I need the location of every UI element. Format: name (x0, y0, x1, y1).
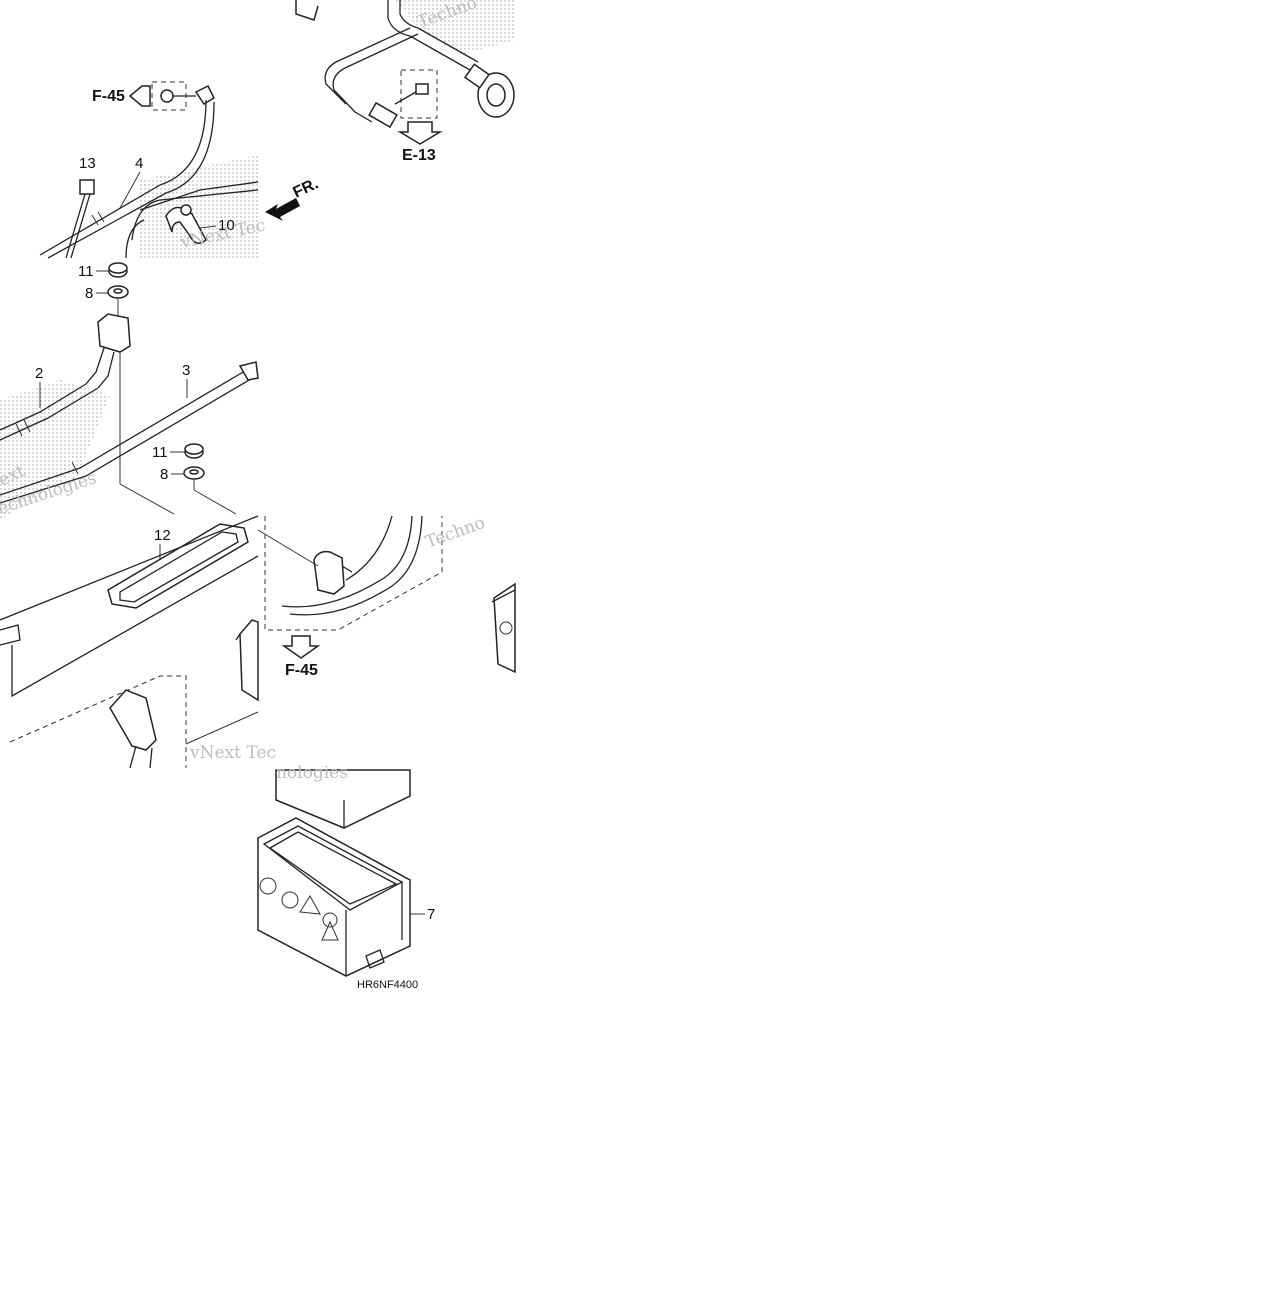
frame-shading (0, 0, 515, 520)
reference-arrow-f45-bottom (281, 635, 321, 659)
cable-band (15, 419, 31, 437)
lower-right-panel: F-45 (257, 515, 516, 679)
nut-11-icon (108, 262, 128, 278)
callout-8-lower[interactable]: 8 (160, 466, 168, 483)
battery-box-partial (491, 582, 516, 674)
top-right-panel: E-13 (295, 0, 515, 164)
cable-terminal (194, 84, 215, 106)
terminal-cover-icon (85, 313, 131, 389)
terminal-boot-icon (463, 63, 515, 118)
cable-clamp-icon (165, 204, 207, 244)
watermark: Techno (423, 513, 488, 553)
cable-band (71, 461, 79, 475)
callout-8-upper[interactable]: 8 (85, 285, 93, 302)
cable-band (91, 211, 105, 226)
cable-terminal (368, 101, 398, 129)
callout-11-lower[interactable]: 11 (152, 444, 168, 461)
nut-11-icon (184, 443, 204, 459)
callout-11-upper[interactable]: 11 (78, 263, 94, 280)
terminal-cover-icon (313, 550, 353, 595)
reference-f45-top[interactable]: F-45 (92, 88, 125, 105)
front-label: FR. (291, 175, 322, 201)
bolt-13-icon (65, 179, 95, 259)
diagram-code: HR6NF4400 (357, 979, 418, 991)
callout-2[interactable]: 2 (35, 365, 43, 382)
callout-3[interactable]: 3 (182, 362, 190, 379)
lower-left-panel: 12 vNext Tec (0, 515, 276, 769)
battery-box-7-icon (257, 817, 411, 977)
callout-4[interactable]: 4 (135, 155, 143, 172)
callout-10[interactable]: 10 (218, 217, 235, 234)
reference-arrow-f45-top (128, 85, 151, 107)
middle-left-panel: 11 8 2 3 11 (0, 262, 259, 515)
watermark: vNext Tec (189, 743, 276, 763)
reference-arrow-e13 (397, 121, 443, 145)
callout-13[interactable]: 13 (79, 155, 96, 172)
battery-icon: nologies (235, 619, 411, 829)
terminal-cover-icon (109, 689, 157, 769)
clamp-top (295, 0, 319, 21)
front-direction-icon: FR. (265, 175, 321, 221)
bolt-callout-box (400, 69, 438, 119)
callout-7[interactable]: 7 (427, 906, 435, 923)
washer-8-icon (107, 285, 129, 299)
callout-12[interactable]: 12 (154, 527, 171, 544)
watermark: nologies (276, 763, 348, 783)
battery-band-12-icon (107, 523, 249, 609)
bolt-icon (160, 89, 196, 103)
bolt-icon (394, 83, 429, 105)
reference-f45-bottom[interactable]: F-45 (285, 662, 318, 679)
washer-8-icon (183, 466, 205, 480)
cable-end (238, 361, 259, 381)
reference-e13[interactable]: E-13 (402, 147, 436, 164)
